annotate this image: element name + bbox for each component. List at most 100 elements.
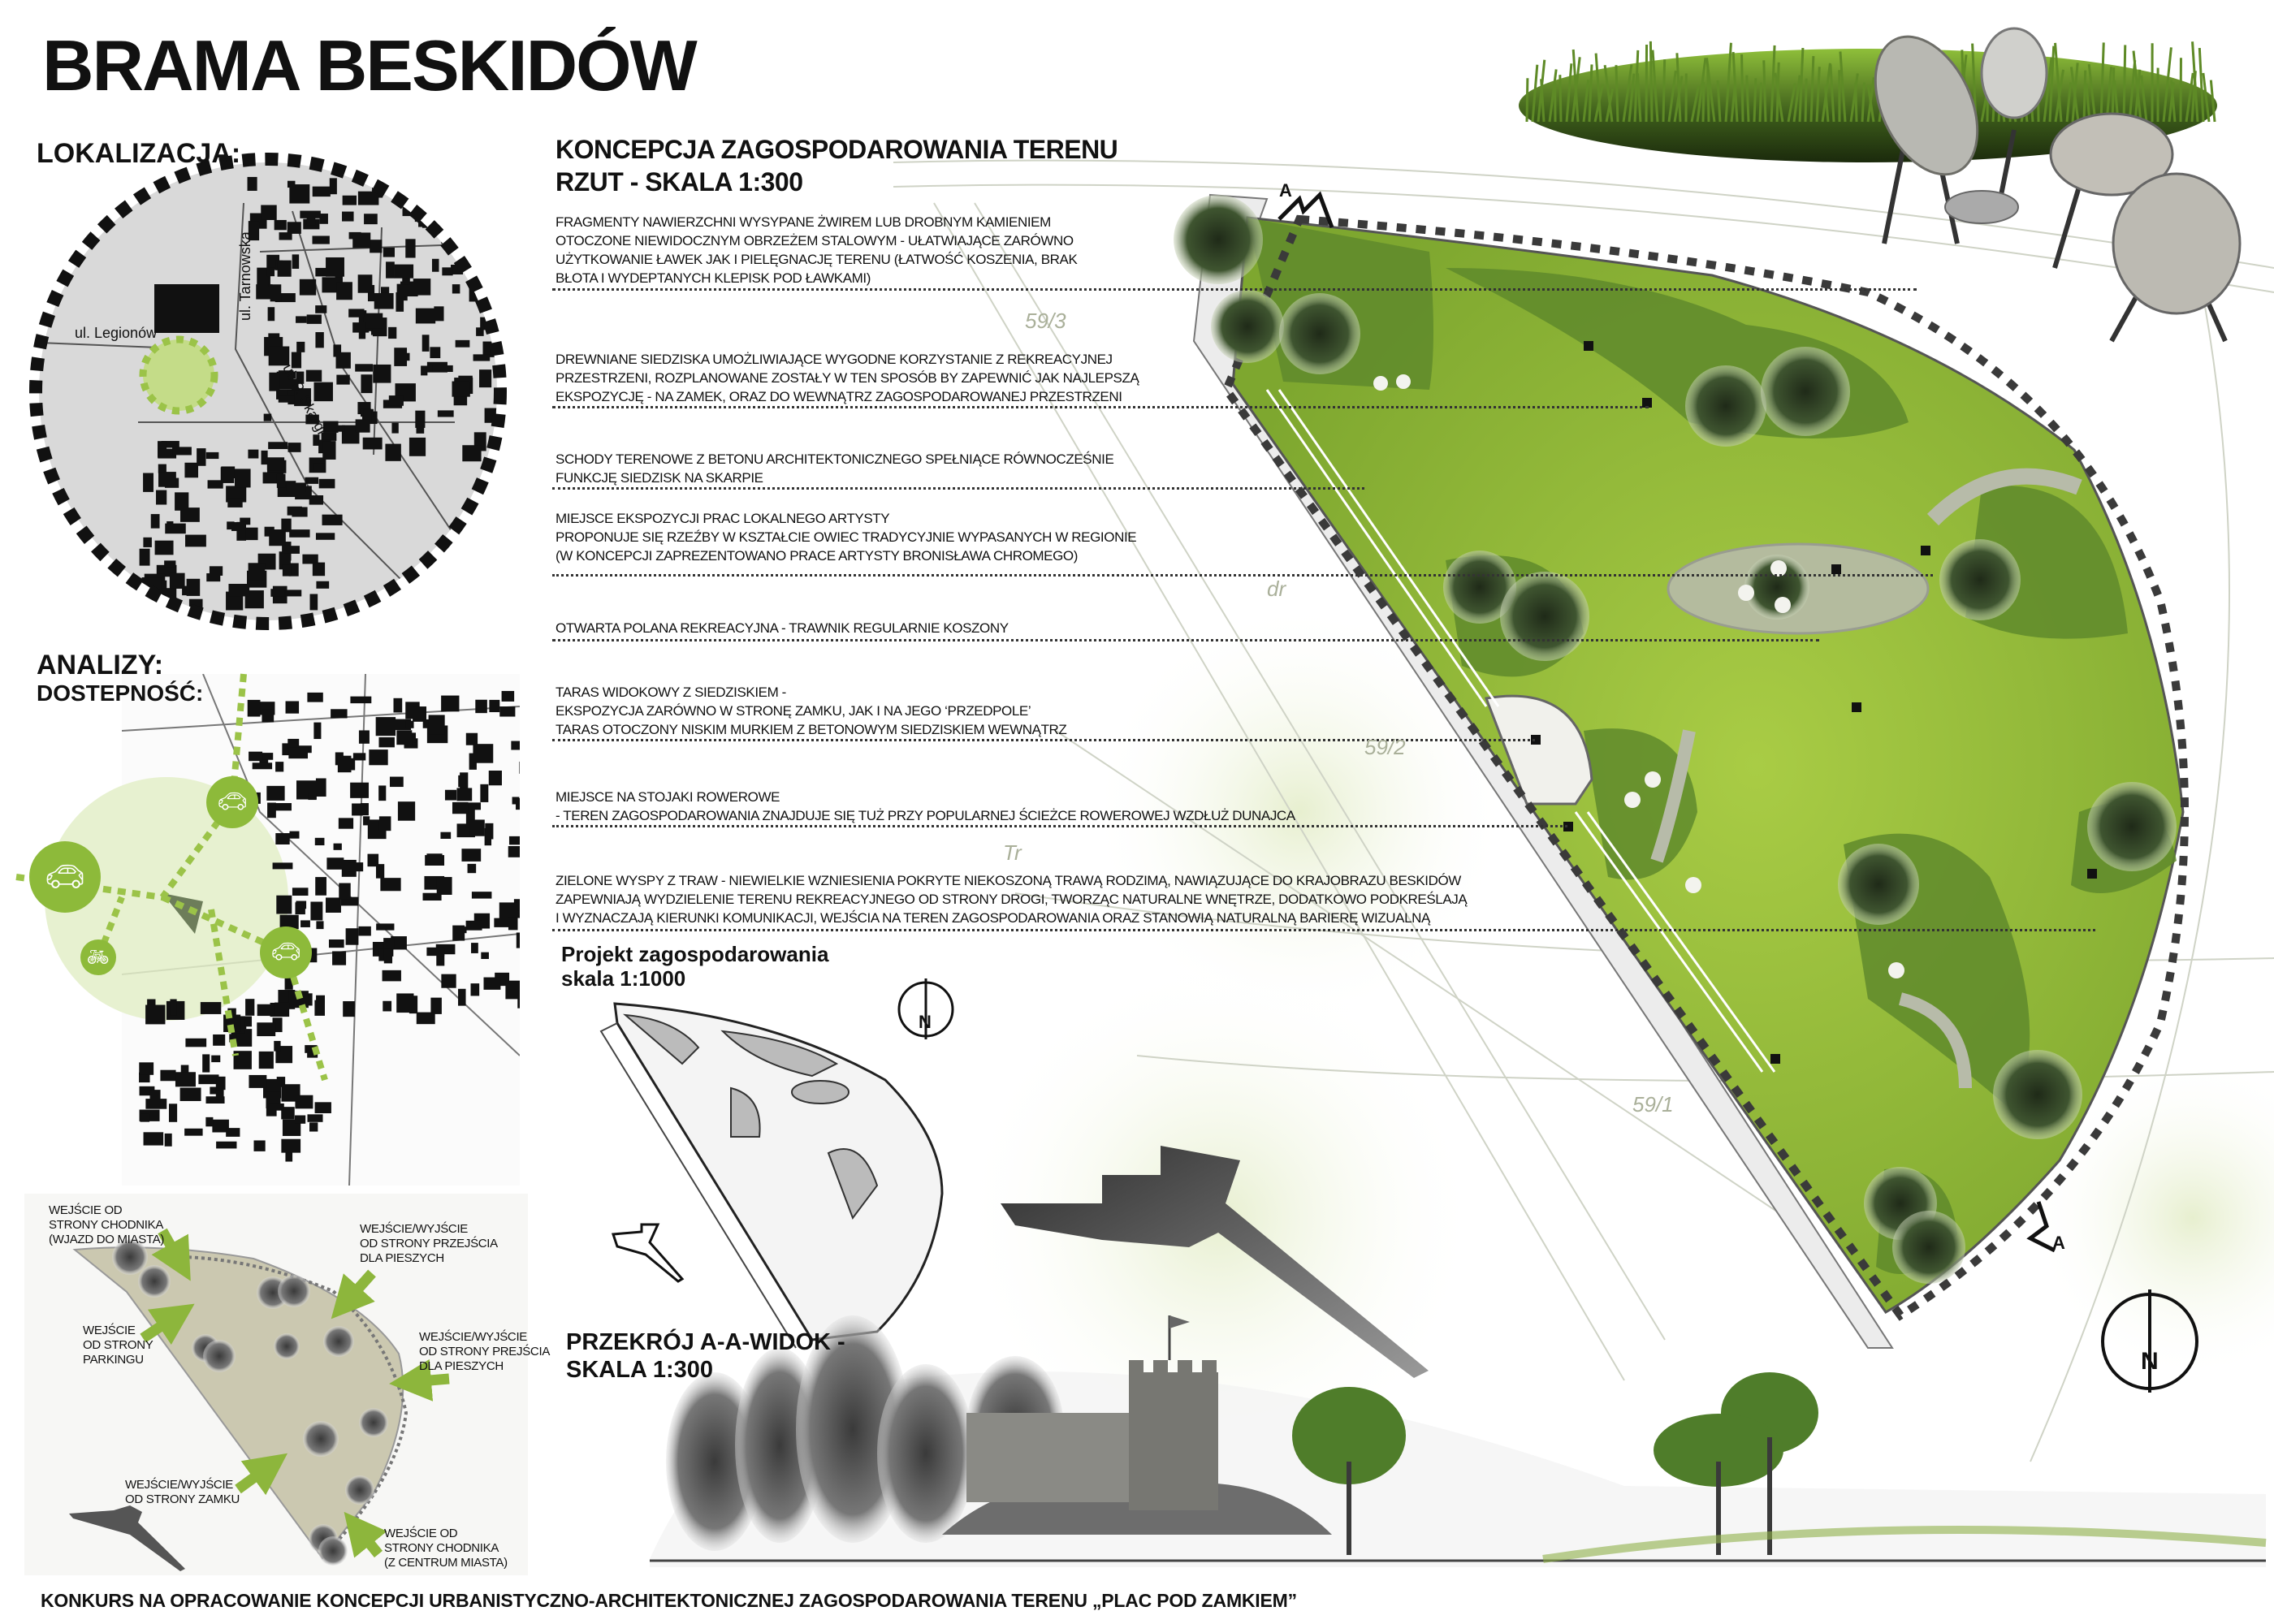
grass-blade [2140,75,2148,123]
building [312,186,331,197]
building [419,197,437,205]
building [452,801,469,814]
building [397,801,416,821]
building [254,753,274,760]
building [441,695,460,712]
building [158,472,176,487]
building [156,490,167,505]
building [465,732,478,745]
building [345,928,359,945]
building [139,1062,154,1075]
building [436,877,452,895]
building [508,836,520,845]
building [494,918,512,927]
building [234,469,251,488]
competition-footer: KONKURS NA OPRACOWANIE KONCEPCJI URBANIS… [41,1590,1297,1611]
location-map [29,153,507,630]
annotation-bike-racks: MIEJSCE NA STOJAKI ROWEROWE- TEREN ZAGOS… [556,789,1295,823]
building [391,936,407,950]
grass-blade [1690,85,1700,123]
building [147,999,156,1008]
building [369,749,388,766]
building [467,863,477,874]
section-marker-label: A [1279,180,1292,201]
tree [1279,293,1360,374]
building [489,699,500,713]
building [266,457,285,471]
building [331,709,348,719]
building [339,883,351,900]
building [212,1119,229,1133]
building [226,1128,240,1137]
building [248,449,259,459]
building [140,1113,150,1122]
annotation-seating: DREWNIANE SIEDZISKA UMOŻLIWIAJĄCE WYGODN… [556,352,1139,404]
building [375,864,385,879]
building [281,1107,295,1120]
building [302,554,318,564]
car-icon: 🚗︎ [206,776,258,828]
building [422,892,442,901]
building [247,699,261,717]
building [376,923,395,931]
building [158,464,166,473]
entrances-diagram [24,1194,528,1575]
building [288,991,309,1009]
building [309,594,318,611]
building [268,1103,284,1111]
building [315,267,327,277]
building [150,514,160,529]
leader-line [552,639,1819,641]
building [247,176,257,191]
car-icon: 🚗︎ [260,926,312,978]
entrance-arrows [140,1228,450,1558]
building [245,999,255,1016]
building [461,849,482,862]
building [249,751,263,762]
building [378,785,387,801]
tree [1838,844,1919,925]
grass-blade [1823,85,1830,123]
building [284,975,293,990]
building [361,374,373,394]
building [261,205,277,220]
building [333,344,342,357]
building [422,335,430,352]
grass-blade [1525,78,1529,123]
building [442,267,453,276]
building [363,816,370,826]
building [216,1141,237,1149]
building [310,901,323,921]
building [253,1140,266,1151]
building [289,831,300,839]
grass-blade [1809,56,1815,123]
grass-blade [1667,70,1677,123]
building [413,279,431,296]
building [291,352,302,369]
building [441,974,456,988]
grass-blade [1774,72,1784,123]
grass-blade [2209,80,2216,123]
building [240,517,251,525]
building [363,313,383,329]
building [352,753,366,761]
building [307,692,323,702]
building [397,171,408,191]
building [342,211,354,222]
section-line-marker-bottom [2026,1201,2056,1253]
building [295,1115,306,1124]
building [336,282,352,300]
building [216,1076,226,1091]
annotation-gravel: FRAGMENTY NAWIERZCHNI WYSYPANE ŻWIREM LU… [556,214,1078,286]
building [383,247,395,257]
building [316,581,330,589]
building [169,572,185,589]
building [295,902,305,915]
building [316,995,326,1004]
building [405,239,416,258]
leader-line [552,288,1917,291]
building [360,803,369,816]
building [185,1038,207,1047]
building [367,853,379,867]
